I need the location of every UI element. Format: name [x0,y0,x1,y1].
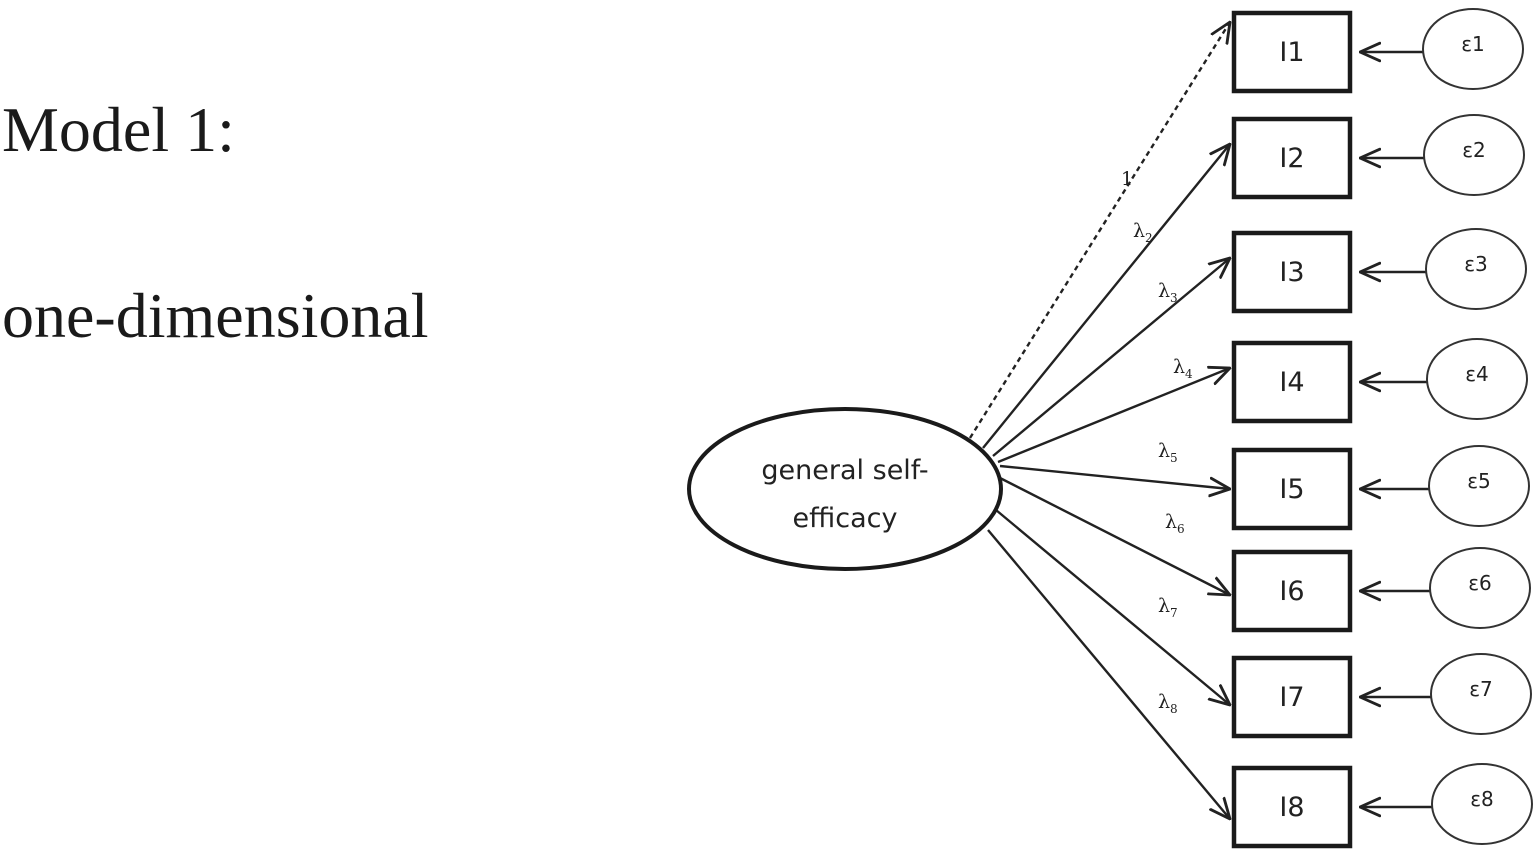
latent-label-line2: efficacy [793,503,898,534]
loading-label-7: λ7 [1158,595,1178,620]
item-label: I2 [1279,143,1304,174]
item-label: I6 [1279,576,1304,607]
loading-path-6 [999,476,1230,595]
loading-path-5 [999,464,1230,489]
loading-subscript: 5 [1170,451,1178,465]
error-label: ε2 [1462,138,1486,162]
error-arrows-layer [1360,52,1432,807]
error-ellipse [1430,653,1532,735]
loading-path-2 [982,144,1230,449]
item-label: I4 [1279,367,1304,398]
item-box [1231,655,1353,739]
item-4: I4 [1231,340,1353,424]
loading-symbol: λ [1158,280,1170,302]
loading-symbol: λ [1158,595,1170,617]
paths-layer [968,22,1230,819]
item-box [1231,549,1353,633]
loading-symbol: λ [1133,220,1145,242]
loading-label-1: 1 [1121,168,1133,190]
item-box [1231,340,1353,424]
loading-path-4 [997,368,1230,464]
item-label: I1 [1279,37,1304,68]
loading-label-4: λ4 [1173,356,1193,381]
loading-path-8 [987,529,1230,819]
loading-symbol: 1 [1121,168,1133,190]
error-7: ε7 [1430,653,1532,735]
error-label: ε3 [1464,252,1488,276]
item-2: I2 [1231,116,1353,200]
item-box [1231,10,1353,94]
loading-symbol: λ [1158,691,1170,713]
latent-label-line1: general self- [761,455,928,486]
loading-subscript: 7 [1170,606,1178,620]
error-8: ε8 [1431,763,1533,845]
item-8: I8 [1231,765,1353,849]
error-ellipse [1428,445,1530,527]
item-7: I7 [1231,655,1353,739]
error-3: ε3 [1425,228,1527,310]
latent-factor: general self- efficacy [687,407,1003,571]
item-3: I3 [1231,230,1353,314]
error-ellipse [1431,763,1533,845]
loading-symbol: λ [1158,440,1170,462]
error-ellipse [1425,228,1527,310]
errors-layer: ε1 ε2 ε3 ε4 ε5 ε6 ε7 ε8 [1422,8,1533,845]
error-ellipse [1422,8,1524,90]
error-label: ε1 [1461,32,1485,56]
item-label: I7 [1279,682,1304,713]
error-1: ε1 [1422,8,1524,90]
error-ellipse [1423,114,1525,196]
error-ellipse [1429,547,1531,629]
item-label: I5 [1279,474,1304,505]
error-label: ε5 [1467,469,1491,493]
error-4: ε4 [1426,338,1528,420]
loading-subscript: 3 [1170,291,1178,305]
error-label: ε6 [1468,571,1492,595]
item-box [1231,765,1353,849]
error-label: ε8 [1470,787,1494,811]
error-2: ε2 [1423,114,1525,196]
error-6: ε6 [1429,547,1531,629]
loading-path-7 [995,509,1230,705]
loading-subscript: 8 [1170,702,1178,716]
loading-label-2: λ2 [1133,220,1153,245]
item-1: I1 [1231,10,1353,94]
loading-label-3: λ3 [1158,280,1178,305]
loading-label-6: λ6 [1165,511,1185,536]
item-box [1231,116,1353,200]
item-6: I6 [1231,549,1353,633]
loading-label-8: λ8 [1158,691,1178,716]
loading-label-5: λ5 [1158,440,1178,465]
loading-subscript: 2 [1145,231,1153,245]
error-ellipse [1426,338,1528,420]
loading-subscript: 4 [1185,367,1193,381]
loading-path-1 [968,22,1230,439]
error-5: ε5 [1428,445,1530,527]
loading-subscript: 6 [1177,522,1185,536]
error-label: ε7 [1469,677,1493,701]
item-label: I3 [1279,257,1304,288]
item-label: I8 [1279,792,1304,823]
item-5: I5 [1231,447,1353,531]
item-box [1231,447,1353,531]
latent-ellipse [687,407,1003,571]
item-box [1231,230,1353,314]
loading-symbol: λ [1173,356,1185,378]
model-subtitle: one-dimensional [2,280,429,351]
loading-symbol: λ [1165,511,1177,533]
model-title: Model 1: [2,94,235,165]
loading-path-3 [992,258,1230,457]
error-label: ε4 [1465,362,1489,386]
